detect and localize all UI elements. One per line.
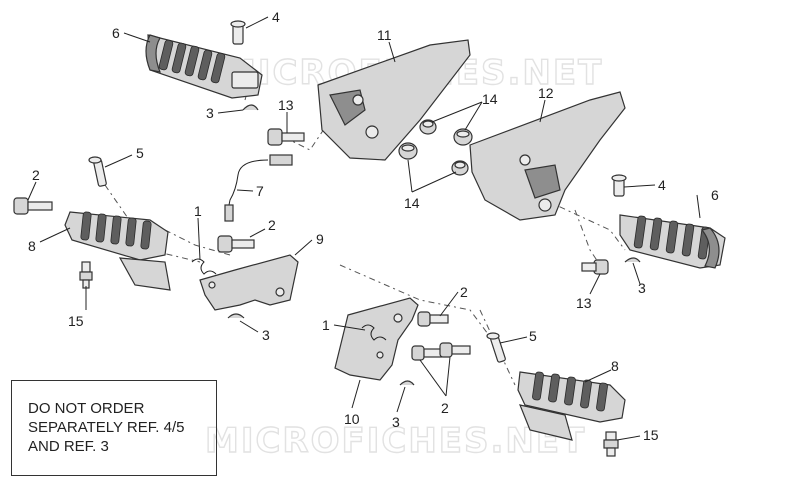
callout-1-bracket: 1 <box>322 317 330 333</box>
callout-11: 11 <box>377 27 392 43</box>
order-note-box: DO NOT ORDER SEPARATELY REF. 4/5 AND REF… <box>11 380 217 476</box>
callout-4-top-left: 4 <box>272 9 280 25</box>
bolt-2-left <box>13 197 53 215</box>
callout-14-top: 14 <box>482 91 498 107</box>
spacer-14-a <box>419 119 437 135</box>
sensor-7 <box>224 154 293 222</box>
footrest-8-right <box>517 371 626 441</box>
callout-5-left: 5 <box>136 145 144 161</box>
callout-numbers: 6 4 3 13 11 14 14 12 4 6 5 2 7 1 2 8 9 1… <box>28 9 719 443</box>
pin-4-top-left <box>230 20 246 45</box>
bolt-13-left <box>267 128 305 146</box>
assembly-line-bolt-13-right <box>574 209 601 266</box>
callout-8-left: 8 <box>28 238 36 254</box>
leader-lines <box>27 16 701 441</box>
callout-5-right: 5 <box>529 328 537 344</box>
spacer-14-d <box>451 160 469 176</box>
order-note-line-2: SEPARATELY REF. 4/5 <box>28 419 185 436</box>
callout-6-top-left: 6 <box>112 25 120 41</box>
bolt-2-bracket-c <box>439 342 471 358</box>
callout-6-right: 6 <box>711 187 719 203</box>
callout-7: 7 <box>256 183 264 199</box>
bolt-13-right <box>581 259 609 275</box>
spring-1-left <box>191 258 217 275</box>
clip-3-right <box>624 257 641 263</box>
pin-5-left <box>88 156 107 187</box>
spacer-14-c <box>398 142 418 160</box>
heel-guard-12 <box>469 91 626 221</box>
callout-3-bracket-left: 3 <box>262 327 270 343</box>
callout-3-top-left: 3 <box>206 105 214 121</box>
callout-2-mid: 2 <box>268 217 276 233</box>
grease-nipple-15-right <box>603 431 619 457</box>
callout-2-bracket-bottom: 2 <box>441 400 449 416</box>
callout-9: 9 <box>316 231 324 247</box>
assembly-line-footrest-left <box>164 229 231 256</box>
callout-14-bottom: 14 <box>404 195 420 211</box>
clip-3-bottom <box>399 380 415 386</box>
callout-1-left: 1 <box>194 203 202 219</box>
callout-8-right: 8 <box>611 358 619 374</box>
callout-15-left: 15 <box>68 313 84 329</box>
callout-4-right: 4 <box>658 177 666 193</box>
bolt-2-mid <box>217 235 255 253</box>
pin-5-right <box>486 332 506 363</box>
callout-12: 12 <box>538 85 554 101</box>
clip-3-left-bracket <box>227 313 245 319</box>
callout-3-bottom: 3 <box>392 414 400 430</box>
footrest-8-left <box>64 211 171 291</box>
callout-15-right: 15 <box>643 427 659 443</box>
assembly-line-pin-5-right <box>479 309 516 386</box>
spacer-14-b <box>453 128 473 146</box>
bolt-2-bracket-a <box>417 311 449 327</box>
pin-4-right <box>611 174 627 197</box>
callout-13-left: 13 <box>278 97 294 113</box>
grease-nipple-15-left <box>79 261 93 289</box>
clip-3-top-left <box>242 104 259 111</box>
heel-guard-11 <box>317 39 471 161</box>
order-note-line-3: AND REF. 3 <box>28 438 109 455</box>
assembly-line-bracket <box>339 264 501 351</box>
callout-2-bracket-top: 2 <box>460 284 468 300</box>
callout-3-right: 3 <box>638 280 646 296</box>
foot-peg-6-right <box>619 214 726 269</box>
callout-2-left: 2 <box>32 167 40 183</box>
assembly-line-pin-5-left <box>104 184 201 263</box>
foot-peg-6-top-left <box>145 34 263 99</box>
bracket-9 <box>199 254 299 311</box>
callout-13-right: 13 <box>576 295 592 311</box>
bracket-10 <box>334 297 419 381</box>
order-note-line-1: DO NOT ORDER <box>28 400 145 417</box>
bolt-2-bracket-b <box>411 345 443 361</box>
callout-10: 10 <box>344 411 360 427</box>
watermark-bottom: MICROFICHES.NET <box>205 421 586 461</box>
